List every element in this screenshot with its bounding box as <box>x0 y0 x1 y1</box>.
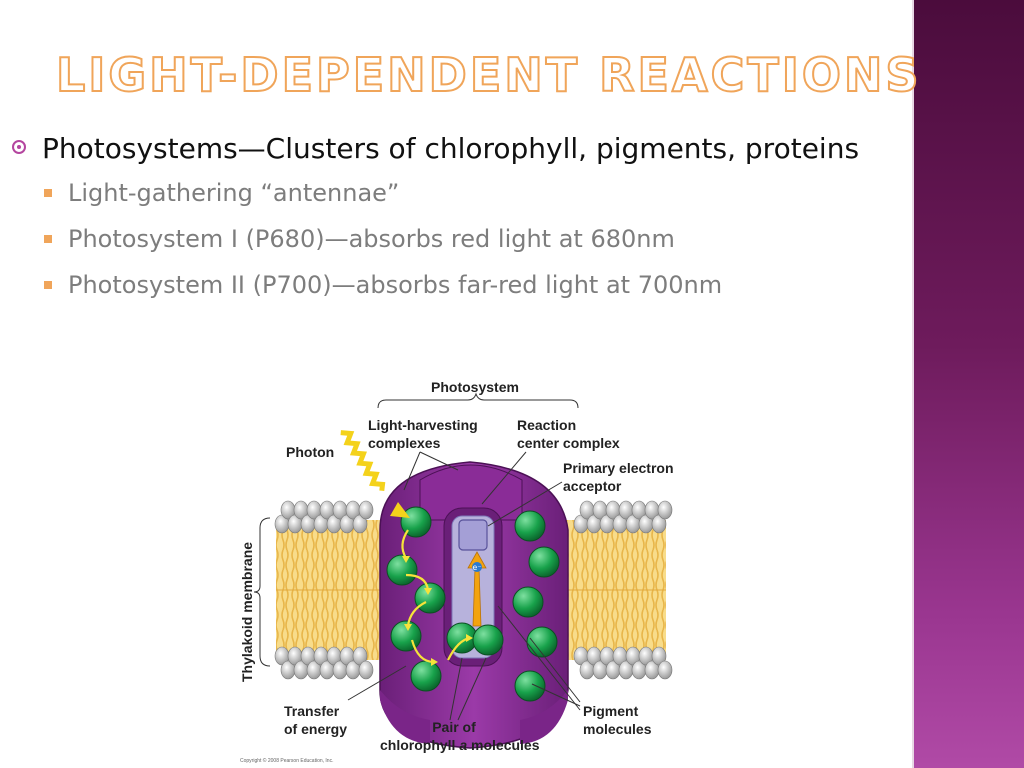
label-pigment-1: Pigment <box>583 703 639 719</box>
sub-bullet-text: Photosystem II (P700)—absorbs far-red li… <box>68 271 723 299</box>
sub-bullet: Light-gathering “antennae” <box>44 170 892 216</box>
label-transfer-2: of energy <box>284 721 347 737</box>
photosystem-diagram: e⁻ Photosystem Light-harvesting complexe… <box>239 379 674 764</box>
chlorophyll-molecule-icon <box>528 546 560 578</box>
lipid-head <box>657 660 673 680</box>
primary-electron-acceptor-box <box>458 519 488 551</box>
label-light-harvesting-1: Light-harvesting <box>368 417 478 433</box>
lipid-head <box>358 500 374 520</box>
copyright-text: Copyright © 2008 Pearson Education, Inc. <box>240 757 333 764</box>
bullet-main-text: Photosystems—Clusters of chlorophyll, pi… <box>42 132 860 165</box>
square-bullet-icon <box>44 235 52 243</box>
electron-arrow-icon: e⁻ <box>467 551 487 627</box>
bullet-main: Photosystems—Clusters of chlorophyll, pi… <box>12 130 892 168</box>
label-reaction-center-1: Reaction <box>517 417 576 433</box>
label-transfer-1: Transfer <box>284 703 340 719</box>
chlorophyll-molecule-icon <box>400 506 432 538</box>
chlorophyll-molecule-icon <box>512 586 544 618</box>
label-pigment-2: molecules <box>583 721 652 737</box>
sub-bullet: Photosystem I (P680)—absorbs red light a… <box>44 216 892 262</box>
chlorophyll-molecule-icon <box>386 554 418 586</box>
label-primary-acceptor-2: acceptor <box>563 478 622 494</box>
sidebar-decoration <box>912 0 1024 768</box>
bullet-list: Photosystems—Clusters of chlorophyll, pi… <box>12 130 892 308</box>
photon-wave-icon <box>340 430 410 518</box>
chlorophyll-molecule-icon <box>410 660 442 692</box>
circle-bullet-icon <box>12 140 26 154</box>
chlorophyll-molecule-icon <box>514 510 546 542</box>
pigment-molecules <box>386 506 560 702</box>
label-reaction-center-2: center complex <box>517 435 620 451</box>
chlorophyll-molecule-icon <box>526 626 558 658</box>
sub-bullet-text: Photosystem I (P680)—absorbs red light a… <box>68 225 675 253</box>
square-bullet-icon <box>44 281 52 289</box>
label-photosystem: Photosystem <box>431 379 519 395</box>
sub-bullet-text: Light-gathering “antennae” <box>68 179 400 207</box>
label-pair-2: chlorophyll a molecules <box>380 737 540 753</box>
label-primary-acceptor-1: Primary electron <box>563 460 674 476</box>
slide-title: LIGHT-DEPENDENT REACTIONS <box>55 47 922 103</box>
electron-label: e⁻ <box>472 563 481 572</box>
sub-bullet: Photosystem II (P700)—absorbs far-red li… <box>44 262 892 308</box>
label-light-harvesting-2: complexes <box>368 435 441 451</box>
square-bullet-icon <box>44 189 52 197</box>
chlorophyll-molecule-icon <box>414 582 446 614</box>
leader-lines <box>347 451 581 721</box>
label-pair-1: Pair of <box>432 719 476 735</box>
chlorophyll-molecule-icon <box>514 670 546 702</box>
label-photon: Photon <box>286 444 334 460</box>
lipid-head <box>358 660 374 680</box>
lipid-head <box>657 500 673 520</box>
arrowheads <box>402 556 473 666</box>
label-thylakoid-membrane: Thylakoid membrane <box>239 542 255 682</box>
chlorophyll-molecule-icon <box>472 624 504 656</box>
